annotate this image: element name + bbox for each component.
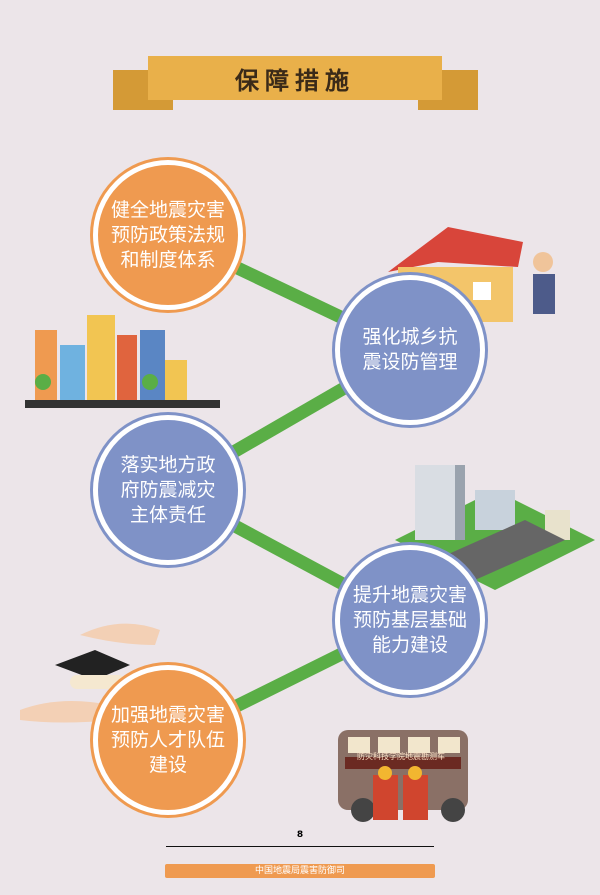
measure-text: 强化城乡抗震设防管理 [362,326,458,373]
page-number: 8 [296,830,304,840]
footer-organization: 中国地震局震害防御司 [165,864,435,878]
measure-circle-5: 加强地震灾害预防人才队伍建设 [93,665,243,815]
footer-divider [166,846,434,847]
measure-text: 健全地震灾害预防政策法规和制度体系 [110,198,225,271]
measure-circle-3: 落实地方政府防震减灾主体责任 [93,415,243,565]
measure-text: 加强地震灾害预防人才队伍建设 [110,703,225,776]
measure-text: 落实地方政府防震减灾主体责任 [120,453,216,526]
measure-circle-2: 强化城乡抗震设防管理 [335,275,485,425]
measure-text: 提升地震灾害预防基层基础能力建设 [352,583,467,656]
bus-label: 防灾科技学院地震勘测车 [357,752,445,761]
measure-circle-1: 健全地震灾害预防政策法规和制度体系 [93,160,243,310]
city-illustration [25,315,220,408]
bus-illustration [338,730,468,822]
page-title: 保障措施 [148,56,442,100]
measure-circle-4: 提升地震灾害预防基层基础能力建设 [335,545,485,695]
graduation-hands-illustration [20,623,160,723]
